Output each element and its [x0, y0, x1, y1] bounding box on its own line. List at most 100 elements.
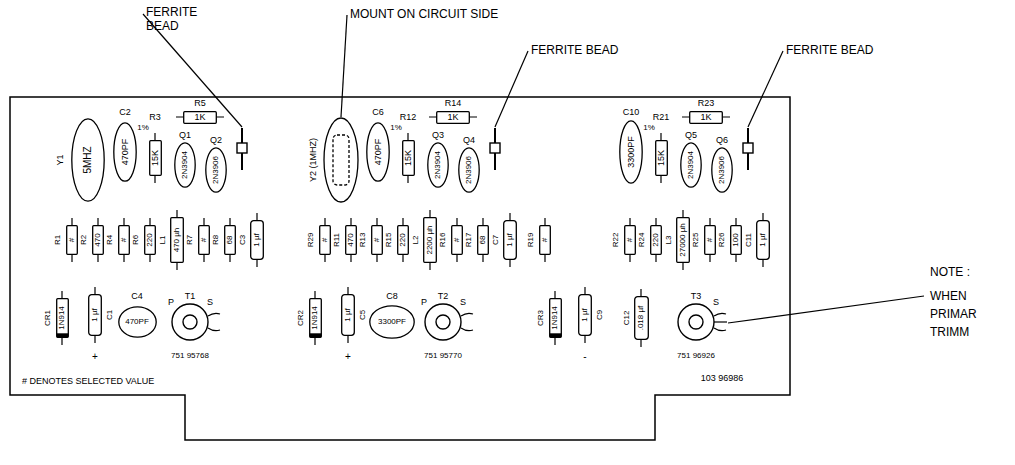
part-label: Q6 [716, 135, 728, 145]
component-value: # [453, 238, 461, 242]
diode-body: 1N914 [56, 298, 69, 338]
part-label: - [583, 351, 586, 363]
part-label: T3 [691, 291, 702, 301]
component-box-shape [89, 295, 102, 336]
part-label: R5 [194, 98, 206, 108]
component-oval: 5MHZ [71, 118, 105, 202]
transformer-core [689, 315, 703, 329]
part-label: C1 [105, 310, 114, 320]
part-label: R1 [53, 235, 62, 245]
part-label: # DENOTES SELECTED VALUE [22, 376, 154, 386]
component-value: 2N3906 [465, 156, 473, 184]
component-box-shape [705, 226, 716, 255]
component-box-shape [398, 226, 409, 255]
resistor-body: # [451, 225, 463, 255]
component-box-shape [651, 226, 662, 255]
component-value: 68 [479, 236, 487, 245]
part-label: R12 [400, 112, 417, 122]
component-box-shape [145, 226, 156, 255]
component-oval-shape [114, 123, 136, 181]
component-box-shape [579, 295, 592, 336]
leader-line [748, 51, 783, 127]
part-label: 1% [137, 123, 149, 132]
component-oval-shape [72, 119, 104, 201]
part-label: L2 [411, 236, 420, 245]
part-label: R2 [79, 235, 88, 245]
component-box-shape [478, 226, 489, 255]
resistor-body: # [539, 225, 551, 255]
component-box-shape [757, 221, 770, 260]
component-oval-shape [428, 143, 448, 187]
part-label: 103 96986 [701, 373, 744, 383]
transformer-wire [714, 321, 727, 322]
part-label: CR3 [536, 310, 545, 326]
part-label: R26 [717, 233, 726, 248]
note-text: WHEN [930, 290, 967, 304]
transformer-symbol [678, 304, 714, 340]
component-value: # [706, 238, 714, 242]
part-label: R29 [306, 233, 315, 248]
part-label: Q5 [685, 130, 697, 140]
component-box-shape [225, 226, 236, 255]
resistor-body: 68 [477, 225, 489, 255]
transformer-wire [714, 313, 726, 316]
part-label: R14 [445, 98, 462, 108]
component-value: # [200, 238, 208, 242]
transformer-wire [461, 313, 473, 316]
component-box-shape [119, 226, 130, 255]
resistor-body: 470 [92, 225, 104, 255]
component-box-shape [346, 226, 357, 255]
note-text: FERRITE BEAD [531, 44, 618, 58]
component-box-shape [184, 111, 217, 123]
part-label: R13 [358, 233, 367, 248]
component-value: 2N3906 [212, 156, 220, 184]
part-label: C5 [358, 310, 367, 320]
resistor-body: 220 [397, 225, 409, 255]
part-label: R25 [691, 233, 700, 248]
component-oval: 2N3906 [205, 147, 227, 193]
component-box-shape [149, 141, 161, 176]
component-oval-shape [370, 306, 414, 338]
component-value: 15K [151, 150, 160, 166]
transformer-core [183, 315, 197, 329]
component-box-shape [342, 295, 355, 336]
component-value: 220 [146, 233, 154, 246]
component-value: 2N3904 [181, 151, 189, 179]
diode-body: 1N914 [549, 298, 562, 338]
diode-band [549, 333, 561, 337]
component-oval: 2N3904 [680, 142, 702, 188]
note-text: FERRITE BEAD [146, 6, 218, 34]
component-box-shape [372, 226, 383, 255]
component-value: 1K [447, 113, 458, 122]
part-label: R19 [526, 233, 535, 248]
resistor-body: 2200 µh [423, 217, 437, 263]
part-label: R16 [438, 233, 447, 248]
part-label: P [168, 297, 174, 307]
component-value: 68 [226, 236, 234, 245]
resistor-body: # [118, 225, 130, 255]
component-oval: 470PF [113, 122, 137, 182]
part-label: Q4 [463, 135, 475, 145]
part-label: R24 [637, 233, 646, 248]
component-value: .018 µf [637, 306, 645, 331]
part-label: R21 [653, 112, 670, 122]
component-oval-shape [620, 121, 642, 183]
component-value: 1K [700, 113, 711, 122]
part-label: C9 [595, 310, 604, 320]
component-box-shape [540, 226, 551, 255]
component-oval-shape [459, 148, 479, 192]
component-box-shape [731, 226, 742, 255]
ferrite-bead [490, 143, 500, 153]
component-box-shape [504, 221, 517, 260]
component-oval: 2N3904 [174, 142, 196, 188]
part-label: S [207, 297, 213, 307]
component-value: 100 [732, 233, 740, 246]
part-label: S [713, 297, 719, 307]
part-label: C4 [131, 291, 143, 301]
component-value: 3300PF [378, 318, 406, 326]
component-value: 5MHZ [83, 146, 93, 173]
part-label: Y2 (1MHZ) [308, 138, 318, 182]
diode-band [56, 333, 68, 337]
resistor-body: 1K [183, 111, 217, 124]
